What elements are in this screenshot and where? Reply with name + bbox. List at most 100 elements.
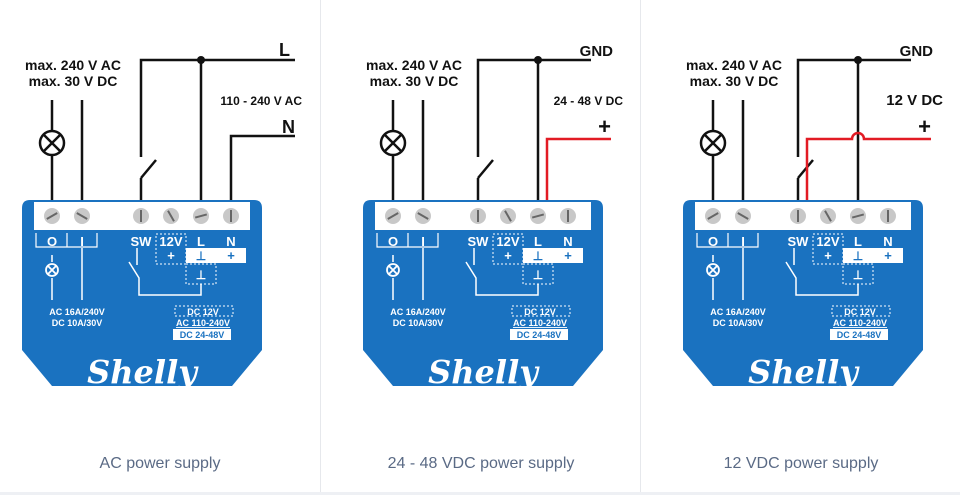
supply-option-box (173, 329, 231, 340)
terminal-label: N (563, 234, 572, 249)
plus-symbol: + (167, 248, 175, 263)
terminal-screw-slot (194, 213, 208, 219)
plus-symbol: + (227, 248, 235, 263)
supply-terminal-box (186, 248, 246, 263)
supply-option-label: AC 110-240V (176, 318, 230, 328)
junction-dot (197, 56, 205, 64)
lamp-icon-cross (708, 265, 718, 275)
ground-symbol: ⊥ (533, 249, 543, 263)
supply-option-label: DC 24-48V (180, 330, 225, 340)
supply-option-label: AC 110-240V (833, 318, 887, 328)
lamp-icon (45, 263, 59, 277)
device-rating-label: DC 10A/30V (52, 318, 103, 328)
lamp-icon-cross (384, 134, 402, 152)
terminal-screw-slot (417, 212, 429, 220)
supply-option-box (830, 329, 888, 340)
terminal-label: N (226, 234, 235, 249)
terminal-screw-slot (707, 212, 719, 220)
ground-symbol: ⊥ (853, 268, 863, 282)
terminal-screw-slot (851, 213, 865, 219)
supply-bottom-label: + (918, 114, 931, 139)
terminal-label-frame (696, 233, 759, 248)
internal-switch-wire (128, 248, 202, 296)
load-rating-label: max. 30 V DC (370, 73, 459, 89)
ground-symbol: ⊥ (853, 249, 863, 263)
junction-dot (534, 56, 542, 64)
terminal-label: SW (131, 234, 153, 249)
bottom-divider (0, 492, 960, 495)
terminal-label: 12V (816, 234, 839, 249)
supply-bottom-label: + (598, 114, 611, 139)
terminal-screw-slot (167, 210, 175, 222)
terminal-label: L (197, 234, 205, 249)
supply-option-box (831, 305, 891, 317)
device-rating-label: AC 16A/240V (49, 307, 105, 317)
supply-voltage-label: 12 V DC (886, 92, 943, 109)
lamp-icon (386, 263, 400, 277)
supply-bottom-label: N (282, 117, 295, 137)
load-rating-label: max. 240 V AC (25, 57, 121, 73)
supply-option-box (510, 329, 568, 340)
terminal-label: 12V (159, 234, 182, 249)
lamp-icon-cross (388, 265, 398, 275)
internal-switch-wire (785, 248, 859, 296)
diagram-caption: AC power supply (99, 455, 221, 472)
supply-option-label: DC 24-48V (517, 330, 562, 340)
plus-symbol: + (564, 248, 572, 263)
terminal-screw-slot (504, 210, 512, 222)
internal-wire (712, 248, 744, 300)
terminal-label: L (534, 234, 542, 249)
supply-top-label: L (279, 40, 290, 60)
terminal-screw-slot (46, 212, 58, 220)
supply-option-label: DC 12V (844, 307, 876, 317)
terminal-screw-slot (737, 212, 749, 220)
supply-top-label: GND (900, 43, 934, 60)
supply-option-label: DC 12V (187, 307, 219, 317)
supply-option-label: DC 24-48V (837, 330, 882, 340)
internal-wire (392, 248, 424, 300)
terminal-label: O (708, 234, 718, 249)
sub-brand-logo: qubino (798, 387, 829, 397)
device-rating-label: AC 16A/240V (710, 307, 766, 317)
switch-icon (477, 159, 494, 179)
terminal-screw-slot (387, 212, 399, 220)
lamp-icon-cross (43, 134, 61, 152)
device-rating-label: AC 16A/240V (390, 307, 446, 317)
12v-dashed-box (155, 233, 187, 265)
supply-terminal-box (523, 248, 583, 263)
ground-symbol: ⊥ (196, 268, 206, 282)
supply-terminal-box (843, 248, 903, 263)
terminal-screw-slot (824, 210, 832, 222)
terminal-label: SW (468, 234, 490, 249)
terminal-screw-slot (531, 213, 545, 219)
supply-voltage-label: 110 - 240 V AC (220, 94, 302, 108)
ground-symbol: ⊥ (533, 268, 543, 282)
load-rating-label: max. 30 V DC (29, 73, 118, 89)
device-rating-label: DC 10A/30V (393, 318, 444, 328)
brand-logo: Shelly (428, 353, 540, 391)
load-rating-label: max. 240 V AC (686, 57, 782, 73)
terminal-label: I (80, 234, 84, 249)
terminal-label: I (421, 234, 425, 249)
load-rating-label: max. 30 V DC (690, 73, 779, 89)
diagram-caption: 12 VDC power supply (723, 455, 879, 472)
supply-positive-wire (545, 137, 611, 203)
supply-top-wire (796, 58, 911, 157)
sub-brand-logo: qubino (137, 387, 168, 397)
supply-option-box (511, 305, 571, 317)
supply-option-box (174, 305, 234, 317)
lamp-icon-cross (704, 134, 722, 152)
load-rating-label: max. 240 V AC (366, 57, 462, 73)
brand-logo: Shelly (87, 353, 199, 391)
12v-dashed-box (812, 233, 844, 265)
diagram-caption: 24 - 48 VDC power supply (387, 455, 575, 472)
supply-positive-wire (805, 131, 931, 203)
supply-top-wire (476, 58, 591, 157)
switch-icon (797, 159, 814, 179)
